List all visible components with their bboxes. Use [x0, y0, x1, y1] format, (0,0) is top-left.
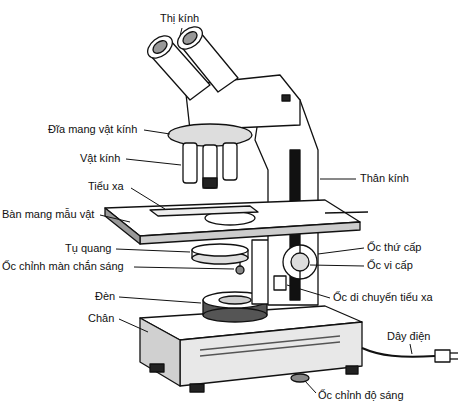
part-label: Thân kính	[360, 172, 409, 185]
microscope-head	[143, 22, 300, 130]
leader-lines	[100, 28, 412, 393]
condenser	[192, 244, 248, 274]
power-cord	[362, 348, 458, 362]
part-label: Ốc thứ cấp	[367, 241, 421, 254]
part-label: Chân	[88, 312, 114, 325]
microscope-base	[140, 306, 362, 392]
specimen-stage	[105, 200, 368, 244]
part-label: Dây điện	[387, 330, 430, 343]
part-label: Ốc vi cấp	[367, 259, 413, 272]
condenser-mount	[252, 240, 270, 304]
part-label: Thị kính	[160, 12, 199, 25]
part-label: Ốc di chuyển tiểu xa	[333, 291, 433, 304]
part-label: Tụ quang	[65, 242, 111, 255]
part-label: Bàn mang mẫu vật	[2, 208, 94, 221]
focus-knobs	[274, 245, 317, 290]
part-label: Đèn	[95, 290, 115, 303]
nosepiece	[168, 124, 252, 188]
part-label: Ốc chỉnh độ sáng	[318, 389, 404, 402]
part-label: Ốc chỉnh màn chắn sáng	[2, 260, 124, 273]
part-label: Vật kính	[80, 152, 120, 165]
part-label: Đĩa mang vật kính	[48, 123, 137, 136]
part-label: Tiểu xa	[88, 180, 124, 193]
